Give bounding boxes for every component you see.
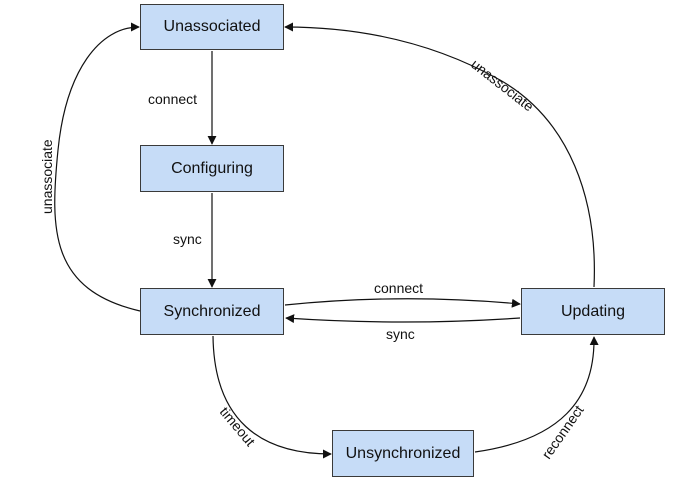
edge-reconnect-unsynchronized-updating (474, 336, 599, 453)
edge-sync-updating-synchronized (285, 314, 521, 324)
edge-label-connect-2: connect (374, 280, 423, 296)
state-unsynchronized: Unsynchronized (332, 430, 474, 477)
edge-label-timeout: timeout (217, 404, 259, 450)
state-configuring: Configuring (140, 145, 284, 192)
edge-unassociate-synchronized-unassociated (54, 22, 141, 312)
state-synchronized-label: Synchronized (163, 302, 261, 320)
edge-connect-synchronized-updating (284, 298, 521, 308)
edge-label-reconnect: reconnect (538, 402, 586, 462)
state-unassociated: Unassociated (140, 4, 284, 50)
edge-timeout-synchronized-unsynchronized (212, 335, 332, 459)
edge-label-unassociate-right: unassociate (468, 56, 537, 115)
state-synchronized: Synchronized (140, 288, 284, 335)
state-unassociated-label: Unassociated (163, 18, 261, 35)
edge-label-unassociate-left: unassociate (39, 139, 55, 214)
edge-label-connect-1: connect (148, 91, 197, 107)
state-unsynchronized-label: Unsynchronized (345, 444, 461, 462)
edge-label-sync-2: sync (386, 326, 415, 342)
edge-unassociate-updating-unassociated (284, 22, 595, 288)
edge-label-sync-1: sync (173, 231, 202, 247)
state-updating-label: Updating (560, 302, 626, 320)
state-updating: Updating (521, 288, 665, 335)
state-configuring-label: Configuring (171, 159, 253, 177)
